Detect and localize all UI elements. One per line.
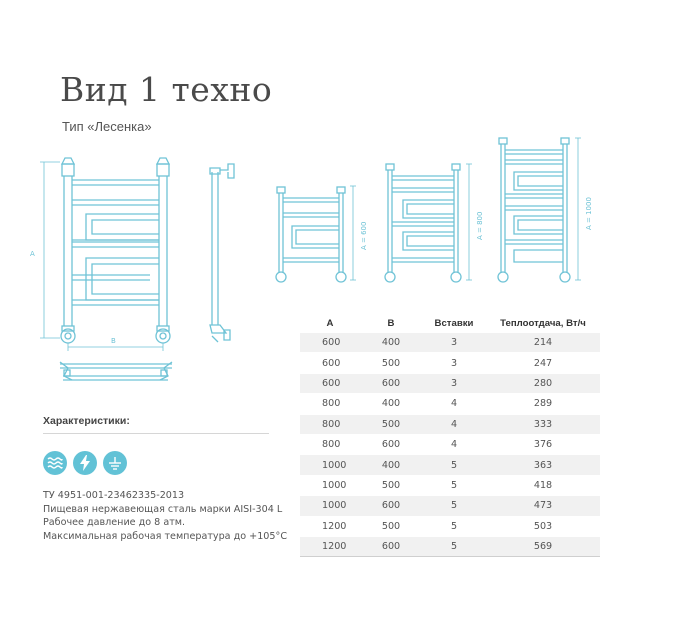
cell-heat: 280 [486,373,600,395]
cell-heat: 503 [486,516,600,537]
dim-label-a: A [30,250,35,258]
cell-inserts: 4 [422,393,486,415]
cell-b: 500 [360,414,422,435]
radiator-600 [275,185,356,283]
cell-b: 400 [360,454,422,476]
spec-line: ТУ 4951-001-23462335-2013 [43,490,185,501]
cell-a: 600 [300,373,360,395]
dimension-a [40,161,60,339]
cell-inserts: 3 [422,333,486,354]
specs-divider [43,433,269,434]
cell-a: 800 [300,434,360,456]
cell-inserts: 5 [422,516,486,537]
cell-b: 600 [360,373,422,395]
page-subtitle: Тип «Лесенка» [62,119,152,134]
spec-line: Максимальная рабочая температура до +105… [43,530,288,542]
spec-line: Пищевая нержавеющая сталь марки AISI-304… [43,503,283,515]
specs-list: ТУ 4951-001-23462335-2013 Пищевая нержав… [43,489,287,543]
cell-heat: 214 [486,333,600,354]
cell-inserts: 4 [422,434,486,456]
cell-inserts: 5 [422,495,486,517]
side-view [209,163,235,343]
cell-a: 1000 [300,454,360,476]
cell-a: 600 [300,352,360,374]
cell-b: 400 [360,333,422,354]
cell-heat: 363 [486,454,600,476]
top-view [59,361,173,381]
cell-heat: 418 [486,475,600,497]
dim-label-800: A = 800 [476,212,484,240]
cell-heat: 569 [486,536,600,558]
cell-b: 500 [360,475,422,497]
cell-heat: 333 [486,414,600,435]
cell-heat: 473 [486,495,600,517]
spec-line: Рабочее давление до 8 атм. [43,517,186,529]
cell-b: 600 [360,495,422,517]
cell-a: 800 [300,414,360,435]
cell-inserts: 3 [422,352,486,374]
cell-heat: 247 [486,352,600,374]
cell-inserts: 4 [422,414,486,435]
cell-a: 600 [300,333,360,354]
dim-label-b: B [111,337,116,345]
dimension-b [67,343,164,351]
cell-b: 500 [360,516,422,537]
cell-inserts: 5 [422,454,486,476]
col-header-a: A [326,318,334,329]
table-header-row: A B Вставки Теплоотдача, Вт/ч [300,314,600,333]
water-waves-icon [43,451,67,475]
cell-b: 600 [360,434,422,456]
cell-a: 1200 [300,536,360,558]
main-front-view [60,157,171,344]
cell-a: 800 [300,393,360,415]
col-header-inserts: Вставки [434,318,474,329]
cell-inserts: 3 [422,373,486,395]
cell-a: 1200 [300,516,360,537]
ground-icon [103,451,127,475]
col-header-b: B [387,318,395,329]
radiator-1000 [497,137,581,283]
radiator-800 [384,163,472,283]
cell-a: 1000 [300,495,360,517]
cell-heat: 376 [486,434,600,456]
col-header-heat-output: Теплоотдача, Вт/ч [500,318,586,329]
page-title: Вид 1 техно [60,70,273,109]
lightning-icon [73,451,97,475]
dim-label-600: A = 600 [360,222,368,250]
cell-inserts: 5 [422,475,486,497]
cell-b: 500 [360,352,422,374]
cell-heat: 289 [486,393,600,415]
cell-b: 600 [360,536,422,558]
specs-heading: Характеристики: [43,415,130,427]
cell-a: 1000 [300,475,360,497]
feature-icons [43,451,127,475]
cell-inserts: 5 [422,536,486,558]
cell-b: 400 [360,393,422,415]
dim-label-1000: A = 1000 [585,197,593,230]
